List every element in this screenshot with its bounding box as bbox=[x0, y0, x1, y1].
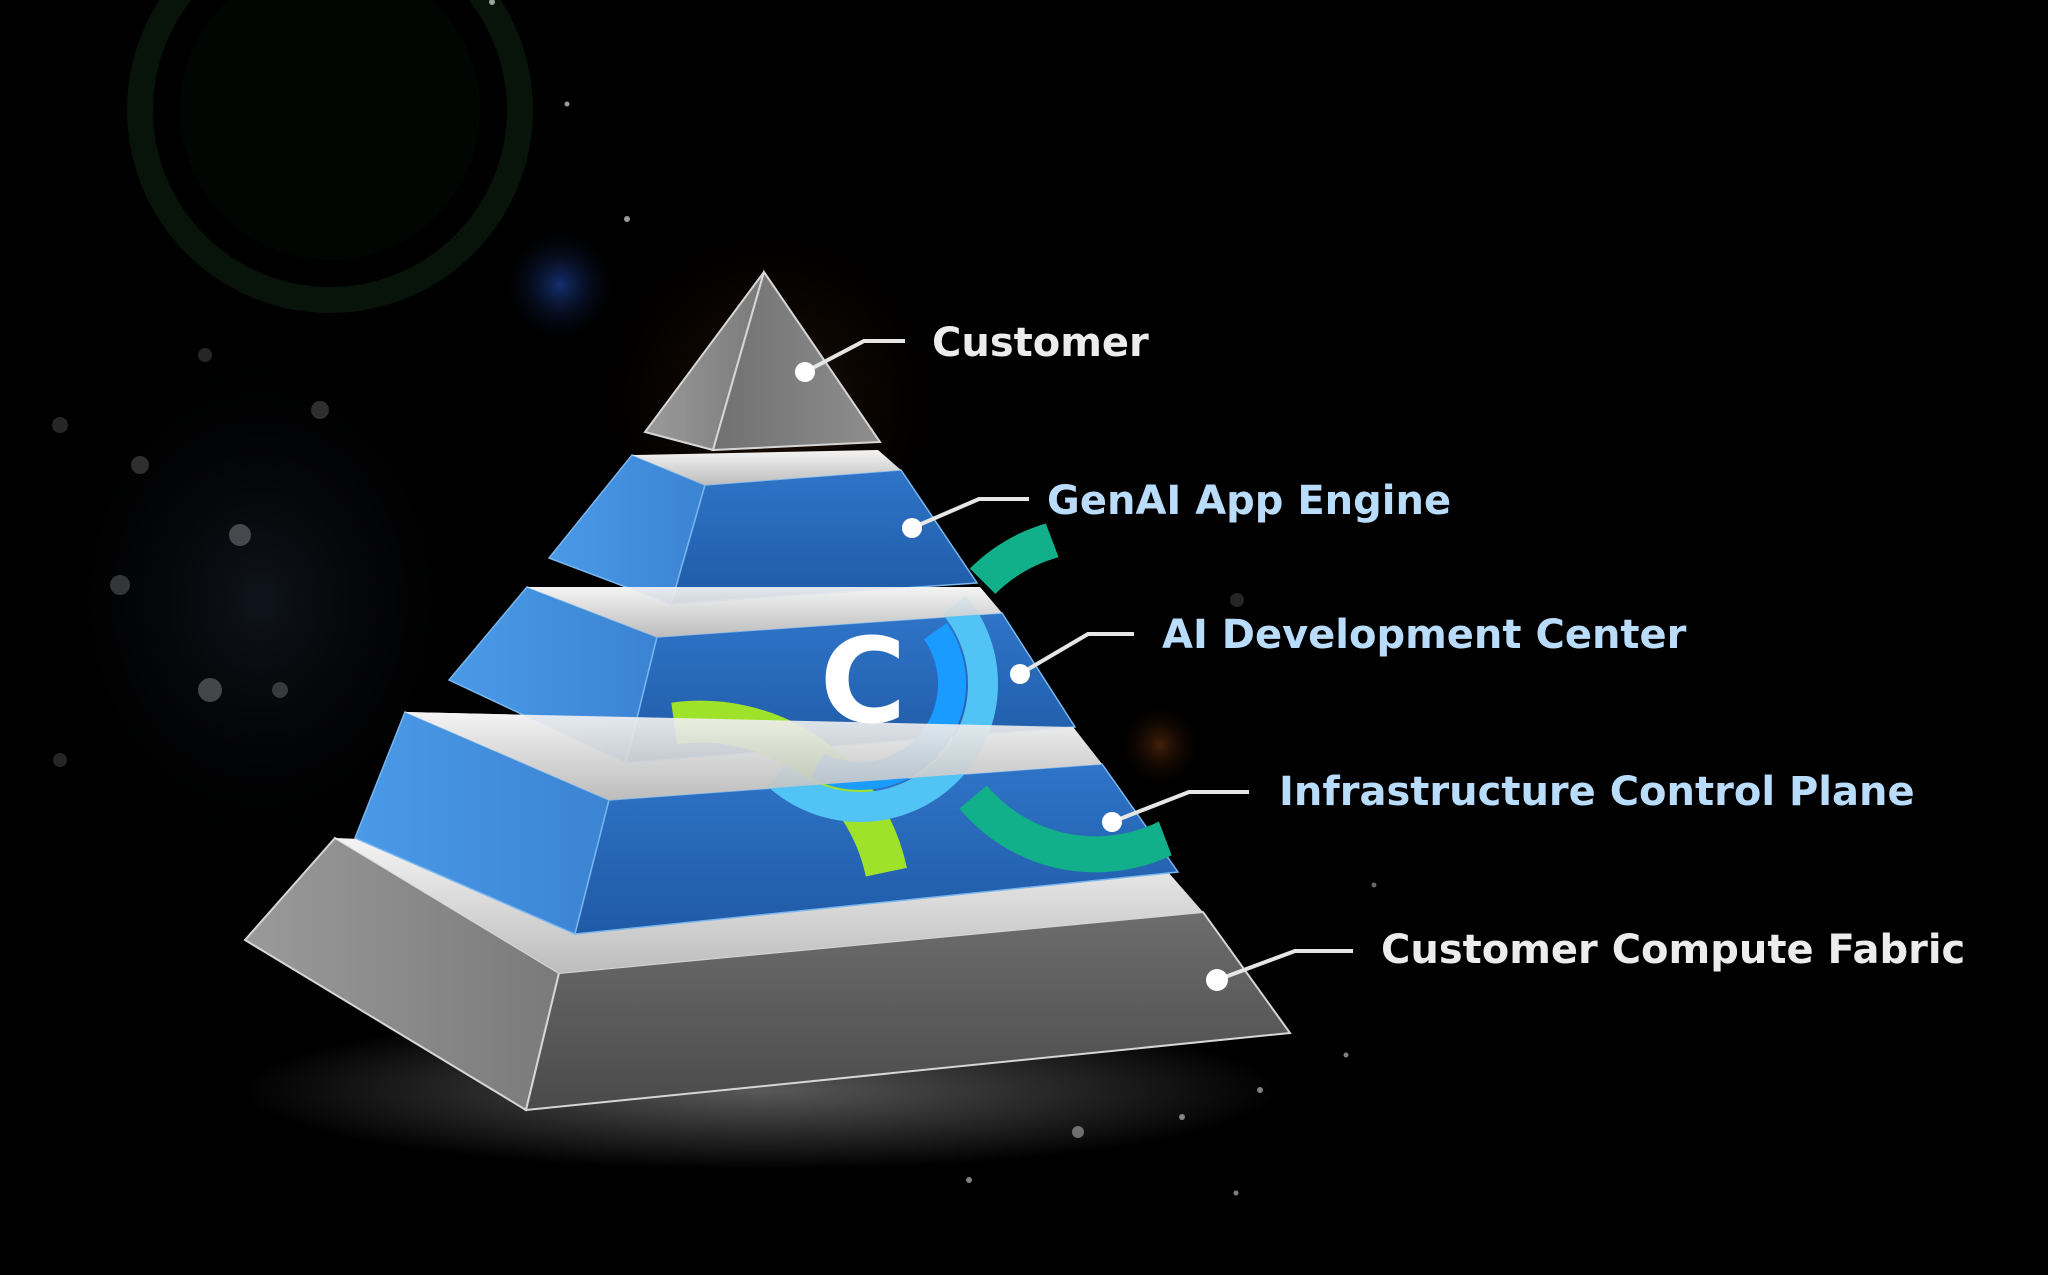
callout-dot bbox=[795, 362, 815, 382]
layer-label-ai-development-center: AI Development Center bbox=[1162, 612, 1687, 658]
callout-leader-line bbox=[1018, 632, 1134, 676]
callout-genai-app-engine: GenAI App Engine bbox=[902, 478, 1451, 538]
callout-dot bbox=[1010, 664, 1030, 684]
callout-dot bbox=[1206, 969, 1228, 991]
logo-letter: C bbox=[820, 612, 907, 750]
layer-label-customer: Customer bbox=[932, 320, 1149, 366]
layer-label-genai-app-engine: GenAI App Engine bbox=[1047, 478, 1451, 524]
callout-ai-development-center: AI Development Center bbox=[1010, 612, 1687, 684]
callout-leader-line bbox=[911, 497, 1029, 530]
callout-customer: Customer bbox=[795, 320, 1149, 382]
layer-separator bbox=[632, 450, 901, 485]
callout-leader-line bbox=[804, 339, 905, 374]
callout-leader-line bbox=[1111, 790, 1249, 824]
layer-label-infrastructure-control-plane: Infrastructure Control Plane bbox=[1279, 769, 1915, 815]
callout-infrastructure-control-plane: Infrastructure Control Plane bbox=[1102, 769, 1915, 832]
layer-separator bbox=[527, 587, 1002, 637]
layer-label-customer-compute-fabric: Customer Compute Fabric bbox=[1381, 927, 1965, 973]
callout-customer-compute-fabric: Customer Compute Fabric bbox=[1206, 927, 1965, 991]
layer-front-face bbox=[669, 469, 979, 605]
layer-front-face bbox=[711, 269, 882, 452]
callout-dot bbox=[1102, 812, 1122, 832]
callout-leader-line bbox=[1216, 949, 1353, 982]
callout-dot bbox=[902, 518, 922, 538]
callouts: Customer GenAI App Engine AI Development… bbox=[795, 320, 1965, 991]
layer-separator bbox=[405, 712, 1102, 800]
particles bbox=[52, 0, 1377, 1196]
layer-customer bbox=[643, 269, 882, 452]
